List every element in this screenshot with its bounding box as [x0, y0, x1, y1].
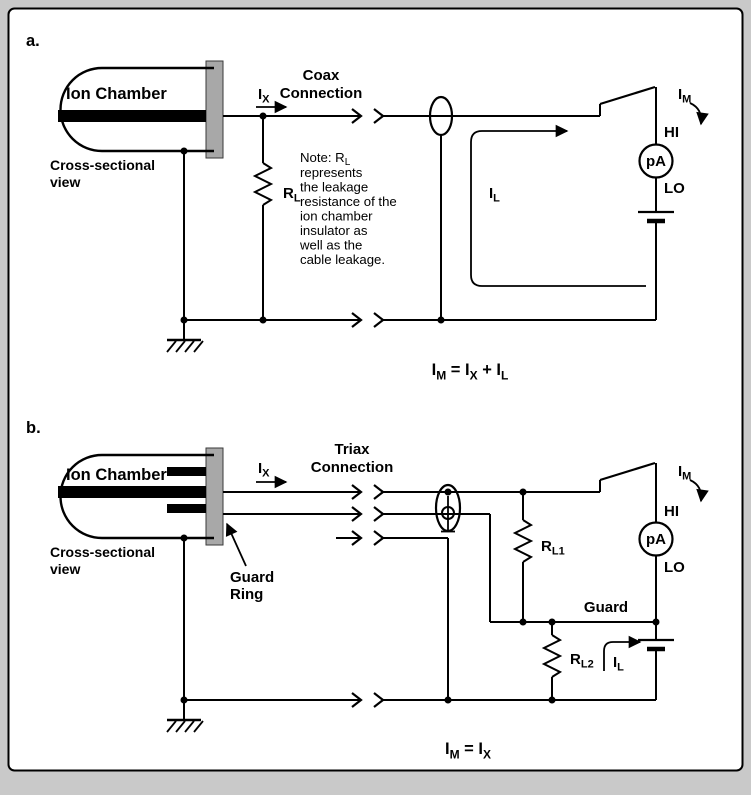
lo-label-a: LO	[664, 180, 685, 197]
connector-chevron-icon	[373, 530, 385, 546]
electrode-bar-icon	[58, 486, 206, 498]
hi-label-a: HI	[664, 124, 679, 141]
im-arrow-icon-a	[689, 102, 709, 126]
pa-label-a: pA	[646, 153, 666, 170]
connector-chevron-icon	[351, 506, 363, 522]
chamber-label: Ion Chamber	[66, 85, 167, 103]
connector-chevron-icon	[373, 692, 385, 708]
hi-label-b: HI	[664, 503, 679, 520]
panel-a: a. Ion Chamber Cross-sectional view	[26, 32, 709, 383]
il-loop-arrow-icon-a	[470, 124, 646, 287]
il-loop-arrow-icon-b	[603, 635, 642, 671]
connector-chevron-icon	[351, 530, 363, 546]
svg-text:insulator as: insulator as	[300, 223, 368, 238]
ground-icon-b	[166, 718, 204, 733]
triax-connector-icons	[351, 484, 385, 708]
switch-icon-b	[599, 461, 657, 523]
guard-ring-bar-icon	[167, 504, 206, 513]
cross-section-label-line2: view	[50, 561, 80, 577]
battery-icon-b	[638, 638, 674, 700]
coax-cable-cross-section-icon	[428, 95, 454, 137]
lo-label-b: LO	[664, 559, 685, 576]
panel-b: b. Ion Chamber Cross-sectional view Guar…	[26, 419, 709, 762]
triax-cable-cross-section-icon	[434, 483, 462, 533]
battery-icon-a	[638, 210, 674, 320]
connector-chevron-icon	[351, 692, 363, 708]
panel-a-label: a.	[26, 32, 40, 50]
svg-text:cable leakage.: cable leakage.	[300, 252, 385, 267]
ion-chamber-b: Ion Chamber	[58, 447, 224, 546]
guard-ring-bar-icon	[167, 467, 206, 476]
connector-chevron-icon	[351, 484, 363, 500]
rl-label: RL	[283, 185, 301, 205]
cross-section-label-line2: view	[50, 174, 80, 190]
wires-a	[183, 115, 656, 340]
connector-chevron-icon	[373, 484, 385, 500]
triax-connection-label-line1: Triax	[334, 441, 370, 458]
rl-resistor-icon	[252, 116, 274, 320]
ix-label-a: IX	[258, 86, 270, 106]
il-label-a: IL	[489, 185, 500, 205]
connector-chevron-icon	[373, 108, 385, 124]
connector-chevron-icon	[351, 312, 363, 328]
rl1-label: RL1	[541, 538, 565, 558]
panel-b-label: b.	[26, 419, 41, 437]
figure-frame	[7, 7, 744, 772]
cross-section-label-line1: Cross-sectional	[50, 157, 155, 173]
svg-text:represents: represents	[300, 165, 363, 180]
triax-connection-label-line2: Connection	[311, 459, 394, 476]
coax-connection-label-line2: Connection	[280, 85, 363, 102]
il-label-b: IL	[613, 654, 624, 674]
svg-text:Note: RL: Note: RL	[300, 150, 351, 168]
equation-a: IM = IX + IL	[432, 361, 509, 383]
rl1-resistor-icon	[512, 492, 534, 622]
guard-ring-label-line1: Guard	[230, 569, 274, 586]
switch-icon-a	[599, 85, 657, 145]
rl2-label: RL2	[570, 651, 594, 671]
guard-ring-label-line2: Ring	[230, 586, 263, 603]
connector-chevron-icon	[373, 506, 385, 522]
guard-label: Guard	[584, 599, 628, 616]
coax-connection-label-line1: Coax	[303, 67, 340, 84]
cross-section-label-line1: Cross-sectional	[50, 544, 155, 560]
wires-b	[183, 491, 656, 720]
im-label-b: IM	[678, 463, 691, 483]
insulator-bar-icon	[205, 447, 224, 546]
svg-text:well as the: well as the	[299, 238, 362, 253]
svg-text:the leakage: the leakage	[300, 180, 368, 195]
svg-text:ion chamber: ion chamber	[300, 209, 373, 224]
connector-chevron-icon	[373, 312, 385, 328]
equation-b: IM = IX	[445, 740, 491, 762]
electrode-bar-icon	[58, 110, 206, 122]
pa-label-b: pA	[646, 531, 666, 548]
guard-ring-pointer-icon	[225, 522, 247, 567]
connector-chevron-icon	[351, 108, 363, 124]
coax-connector-icons	[351, 108, 385, 328]
im-label-a: IM	[678, 86, 691, 106]
insulator-bar-icon	[205, 60, 224, 159]
ion-chamber-a: Ion Chamber	[58, 60, 224, 159]
ix-label-b: IX	[258, 460, 270, 480]
ground-icon-a	[166, 338, 204, 353]
junction-dots-a	[180, 112, 445, 324]
chamber-shell-icon	[59, 66, 214, 153]
note-text: Note: RL represents the leakage resistan…	[299, 150, 397, 267]
junction-dots-b	[180, 488, 660, 704]
chamber-label: Ion Chamber	[66, 466, 167, 484]
im-arrow-icon-b	[689, 479, 709, 503]
svg-text:resistance of the: resistance of the	[300, 194, 397, 209]
